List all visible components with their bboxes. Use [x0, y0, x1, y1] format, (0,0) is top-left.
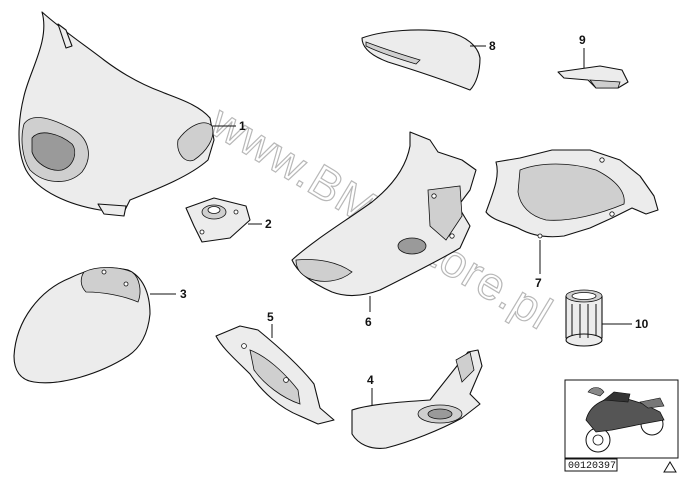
cylinder-sleeve-icon[interactable]: [565, 289, 603, 347]
callout-4: 4: [367, 373, 374, 387]
side-panel-icon[interactable]: [215, 325, 335, 425]
callout-3: 3: [180, 287, 187, 301]
callout-2: 2: [265, 217, 272, 231]
callout-7: 7: [535, 276, 542, 290]
front-mudguard-icon[interactable]: [13, 267, 151, 384]
ignition-cover-icon[interactable]: [185, 197, 251, 243]
callout-8: 8: [489, 39, 496, 53]
callout-10: 10: [635, 317, 649, 331]
lower-fairing-icon[interactable]: [351, 349, 483, 449]
inner-fairing-icon[interactable]: [485, 149, 659, 239]
callout-6: 6: [365, 315, 372, 329]
doc-number: 00120397: [568, 461, 616, 472]
motorcycle-thumbnail-icon: [564, 379, 679, 459]
front-fairing-icon[interactable]: [18, 11, 215, 217]
doc-number-box: [564, 458, 618, 472]
callout-1: 1: [239, 119, 246, 133]
callout-9: 9: [579, 33, 586, 47]
triangle-mark-icon: [663, 461, 677, 473]
bracket-cover-icon[interactable]: [557, 65, 629, 89]
side-fairing-icon[interactable]: [291, 131, 477, 297]
leader-lines: [150, 45, 632, 406]
cover-panel-icon[interactable]: [361, 29, 481, 91]
callout-labels: 1 2 3 4 5 6 7 8 9 10: [180, 33, 649, 387]
callout-5: 5: [267, 310, 274, 324]
